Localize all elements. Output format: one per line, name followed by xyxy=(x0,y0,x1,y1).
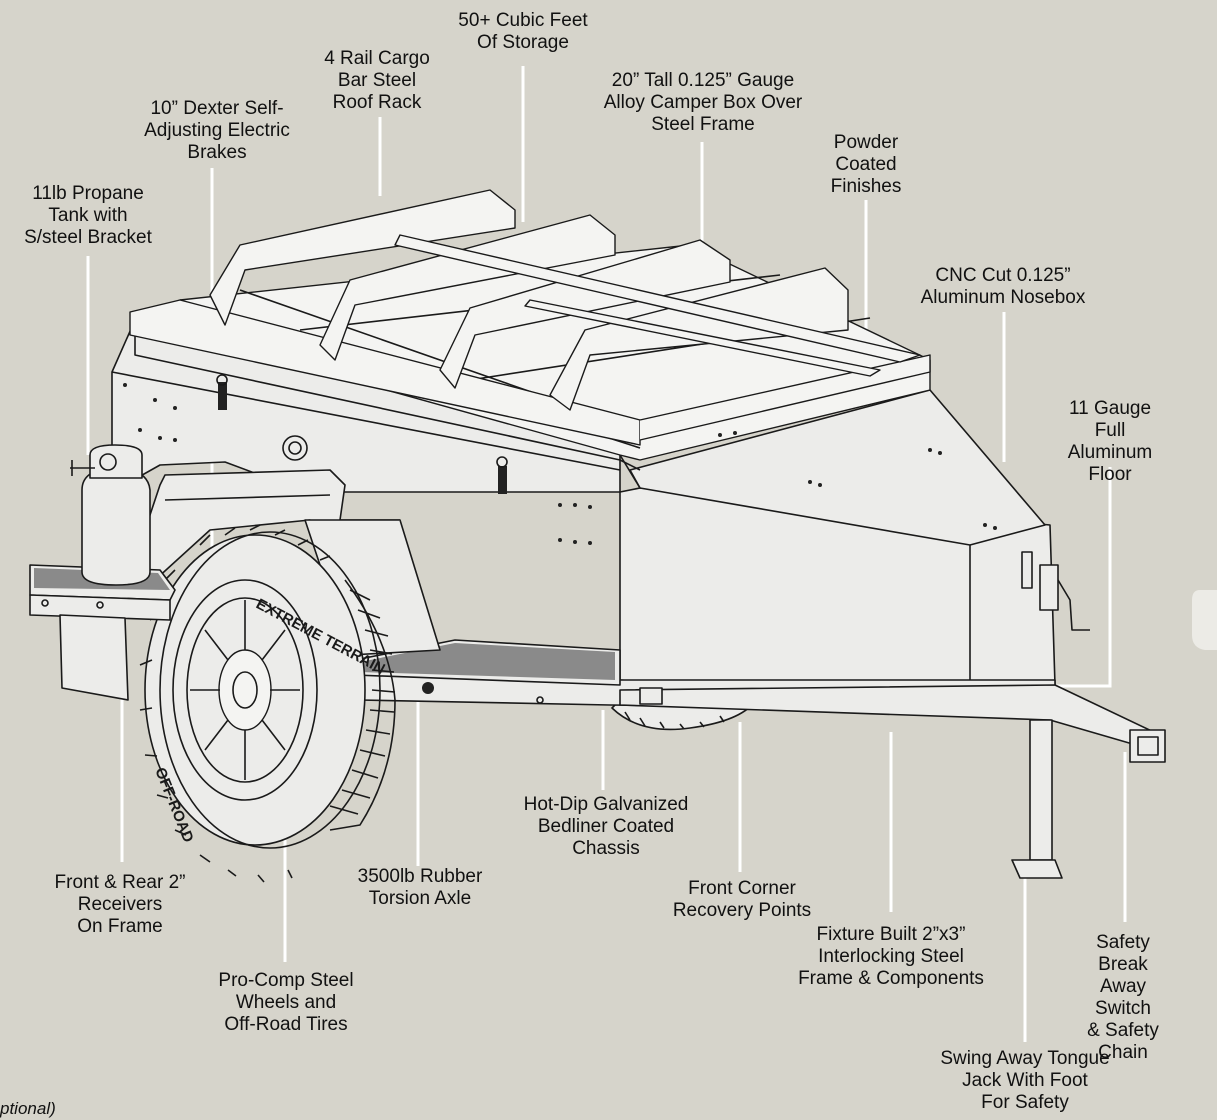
tongue-jack-foot xyxy=(1011,859,1063,879)
label-floor: 11 Gauge Full Aluminum Floor xyxy=(1067,398,1153,485)
leader-lines xyxy=(86,66,1127,1042)
label-fixture-built: Fixture Built 2”x3” Interlocking Steel F… xyxy=(798,924,984,989)
label-receivers: Front & Rear 2” Receivers On Frame xyxy=(54,872,186,937)
label-propane: 11lb Propane Tank with S/steel Bracket xyxy=(24,183,152,248)
logo-icon xyxy=(422,682,434,694)
latch-right-icon xyxy=(496,456,508,494)
label-brakes: 10” Dexter Self- Adjusting Electric Brak… xyxy=(144,98,290,163)
label-wheels: Pro-Comp Steel Wheels and Off-Road Tires xyxy=(218,970,354,1035)
label-galvanized: Hot-Dip Galvanized Bedliner Coated Chass… xyxy=(523,794,689,859)
front-wheel: EXTREME TERRAIN OFF-ROAD xyxy=(139,524,396,883)
rivets xyxy=(123,383,1032,692)
chassis xyxy=(344,639,1166,879)
label-roof-rack: 4 Rail Cargo Bar Steel Roof Rack xyxy=(324,48,430,113)
label-axle: 3500lb Rubber Torsion Axle xyxy=(357,866,483,909)
roof-rack xyxy=(129,189,931,446)
jack-crank-handle xyxy=(1057,579,1090,631)
tongue-jack-post xyxy=(1029,719,1053,861)
label-optional: ptional) xyxy=(0,1099,56,1118)
label-recovery: Front Corner Recovery Points xyxy=(672,878,812,921)
edge-tab xyxy=(1192,590,1217,650)
label-nosebox: CNC Cut 0.125” Aluminum Nosebox xyxy=(920,265,1086,308)
latch-left-icon xyxy=(216,374,228,410)
tongue-receiver xyxy=(1129,729,1166,763)
mud-flap xyxy=(59,614,129,701)
label-safety-break: Safety Break Away Switch & Safety Chain xyxy=(1087,932,1159,1063)
breakaway-box xyxy=(1021,551,1033,589)
label-tongue-jack: Swing Away Tongue Jack With Foot For Saf… xyxy=(940,1048,1110,1113)
propane-tank xyxy=(70,444,151,586)
label-powder-coated: Powder Coated Finishes xyxy=(830,132,902,197)
front-receiver xyxy=(639,687,663,705)
label-camper-box: 20” Tall 0.125” Gauge Alloy Camper Box O… xyxy=(603,70,803,135)
jack-crank-body xyxy=(1039,564,1059,611)
label-storage: 50+ Cubic Feet Of Storage xyxy=(458,10,588,53)
vent-icon xyxy=(282,435,308,461)
